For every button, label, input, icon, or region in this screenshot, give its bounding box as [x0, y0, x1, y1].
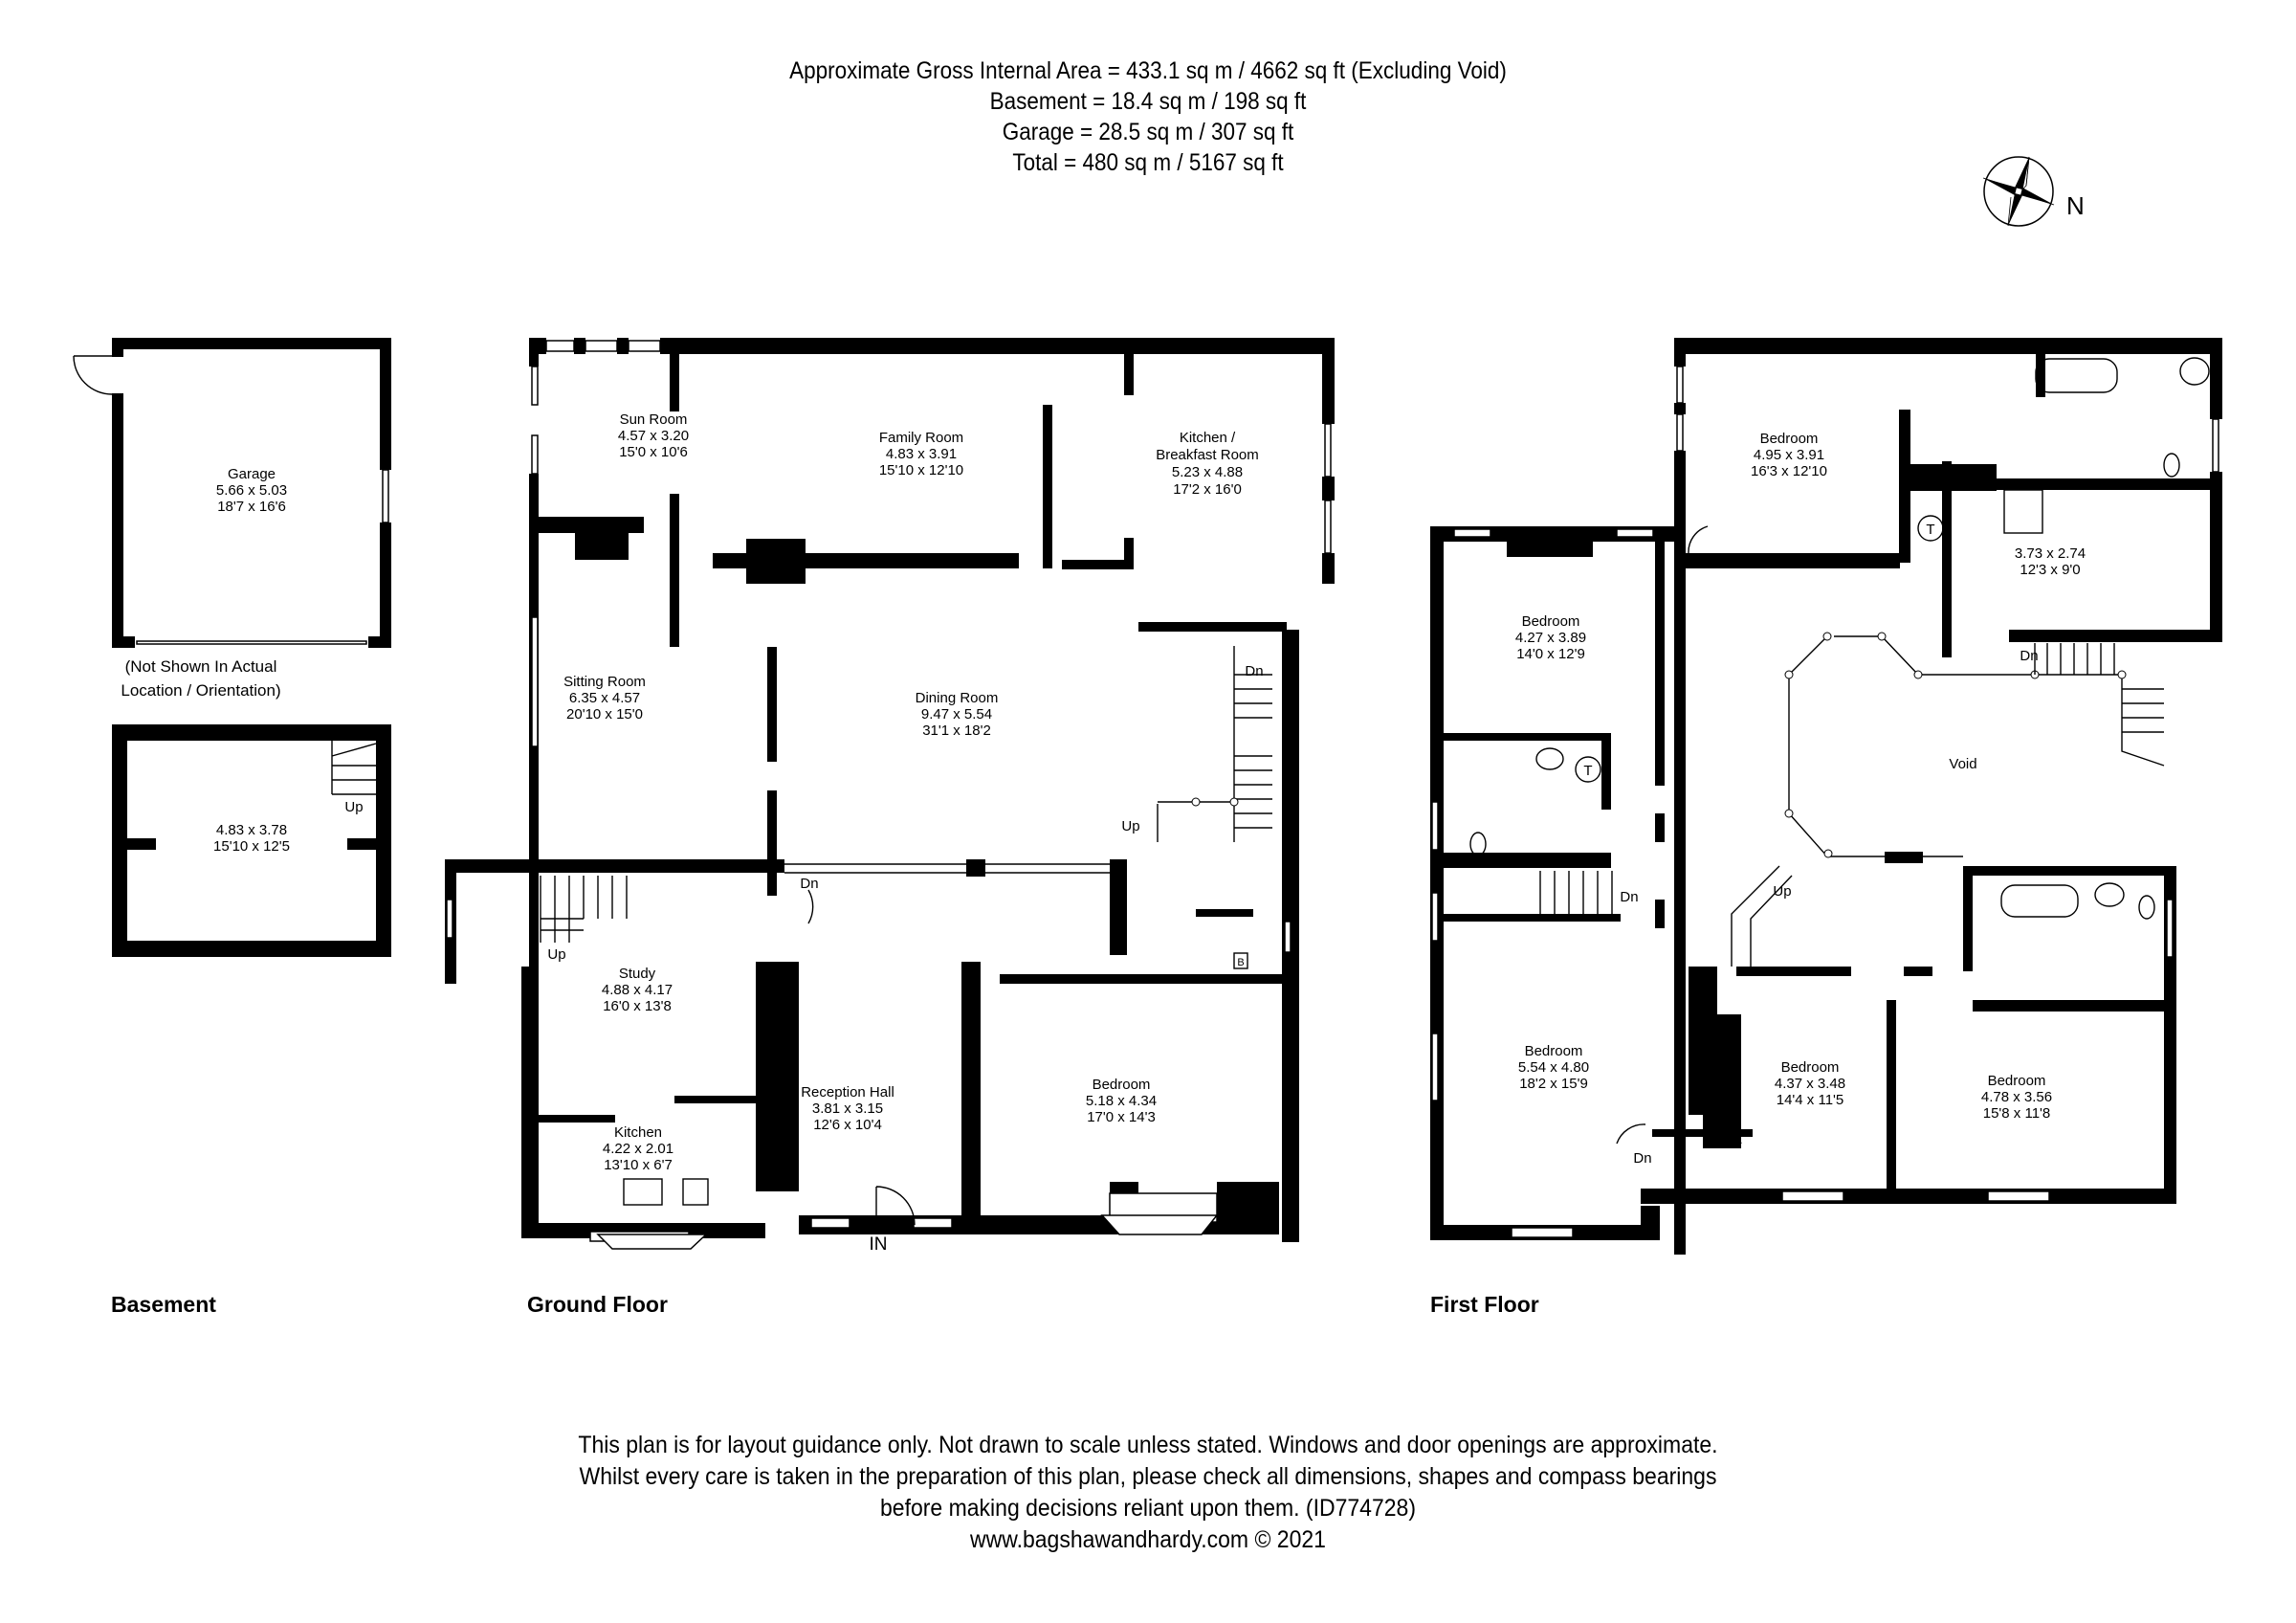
basement-area-text: Basement = 18.4 sq m / 198 sq ft [989, 88, 1307, 115]
first-floor-plan: T T Bedroom 4.95 x 3.91 16'3 x 12'10 3.7… [1430, 338, 2222, 1255]
room-metric-kitchen: 4.22 x 2.01 [603, 1141, 673, 1157]
room-metric-bedroom-3: 5.54 x 4.80 [1518, 1059, 1589, 1076]
disclaimer-line-3: before making decisions reliant upon the… [880, 1495, 1416, 1522]
room-imperial-study: 16'0 x 13'8 [603, 998, 672, 1014]
room-name-bedroom-4: Bedroom [1781, 1059, 1840, 1076]
website-copyright: www.bagshawandhardy.com © 2021 [970, 1526, 1326, 1553]
stairs-up-marker: Up [1121, 818, 1139, 834]
room-name-ground-bedroom: Bedroom [1093, 1077, 1151, 1093]
room-metric-sitting-room: 6.35 x 4.57 [569, 690, 640, 706]
room-imperial-bedroom-2: 14'0 x 12'9 [1516, 646, 1585, 662]
room-imperial-bedroom-3: 18'2 x 15'9 [1519, 1076, 1588, 1092]
cellar-metric: 4.83 x 3.78 [216, 822, 287, 838]
room-metric-bedroom-1: 4.95 x 3.91 [1754, 447, 1824, 463]
landing-down-marker: Dn [1620, 889, 1638, 905]
stairs-up-marker-first: Up [1773, 883, 1791, 900]
room-imperial-kitchen-breakfast: 17'2 x 16'0 [1173, 481, 1242, 498]
room-metric-dressing: 3.73 x 2.74 [2015, 545, 2086, 562]
room-imperial-dressing: 12'3 x 9'0 [2020, 562, 2080, 578]
room-metric-dining-room: 9.47 x 5.54 [921, 706, 992, 723]
first-floor-title: First Floor [1430, 1292, 1539, 1317]
void-label: Void [1949, 756, 1976, 772]
stairs-down-marker-first: Dn [2020, 648, 2038, 664]
room-name-bedroom-2: Bedroom [1522, 613, 1580, 630]
room-metric-family-room: 4.83 x 3.91 [886, 446, 957, 462]
ground-floor-title: Ground Floor [527, 1292, 668, 1317]
garage-area-text: Garage = 28.5 sq m / 307 sq ft [1002, 119, 1294, 145]
room-metric-bedroom-4: 4.37 x 3.48 [1775, 1076, 1845, 1092]
stairs-down-marker: Dn [1245, 663, 1263, 679]
room-name-study: Study [619, 966, 656, 982]
garage-imperial: 18'7 x 16'6 [217, 499, 286, 515]
room-imperial-ground-bedroom: 17'0 x 14'3 [1087, 1109, 1156, 1125]
study-stairs-up-marker: Up [547, 946, 565, 963]
room-name-bedroom-1: Bedroom [1760, 431, 1819, 447]
room-metric-bedroom-2: 4.27 x 3.89 [1515, 630, 1586, 646]
room-imperial-family-room: 15'10 x 12'10 [879, 462, 963, 478]
steps-down-marker-first: Dn [1633, 1150, 1651, 1167]
steps-down-marker: Dn [800, 876, 818, 892]
room-name-kitchen-breakfast: Kitchen / [1180, 430, 1236, 446]
cellar-plan: Up 4.83 x 3.78 15'10 x 12'5 [112, 724, 391, 957]
garage-plan: Garage 5.66 x 5.03 18'7 x 16'6 (Not Show… [73, 338, 391, 700]
disclaimer-line-2: Whilst every care is taken in the prepar… [579, 1463, 1717, 1490]
room-imperial-sun-room: 15'0 x 10'6 [619, 444, 688, 460]
boiler-marker: B [1237, 957, 1244, 968]
north-label: N [2066, 191, 2085, 220]
room-name-family-room: Family Room [879, 430, 963, 446]
garage-note-line2: Location / Orientation) [121, 681, 280, 700]
room-name-bedroom-5: Bedroom [1988, 1073, 2046, 1089]
room-imperial-bedroom-1: 16'3 x 12'10 [1751, 463, 1827, 479]
room-imperial-sitting-room: 20'10 x 15'0 [566, 706, 643, 723]
room-metric-ground-bedroom: 5.18 x 4.34 [1086, 1093, 1157, 1109]
garage-name: Garage [228, 466, 276, 482]
compass-rose-icon [1982, 156, 2055, 227]
gross-area-text: Approximate Gross Internal Area = 433.1 … [789, 57, 1507, 84]
room-imperial-bedroom-5: 15'8 x 11'8 [1983, 1105, 2051, 1122]
room-metric-bedroom-5: 4.78 x 3.56 [1981, 1089, 2052, 1105]
room-imperial-dining-room: 31'1 x 18'2 [922, 723, 991, 739]
cellar-imperial: 15'10 x 12'5 [213, 838, 290, 855]
room-name-dining-room: Dining Room [916, 690, 999, 706]
garage-metric: 5.66 x 5.03 [216, 482, 287, 499]
entrance-marker: IN [870, 1234, 888, 1255]
room-metric-sun-room: 4.57 x 3.20 [618, 428, 689, 444]
total-area-text: Total = 480 sq m / 5167 sq ft [1012, 149, 1284, 176]
cellar-stairs-up: Up [344, 799, 363, 815]
room-imperial-kitchen: 13'10 x 6'7 [604, 1157, 673, 1173]
room-metric-study: 4.88 x 4.17 [602, 982, 673, 998]
room-name-sun-room: Sun Room [620, 411, 688, 428]
garage-note-line1: (Not Shown In Actual [125, 657, 277, 676]
room-name-kitchen: Kitchen [614, 1124, 662, 1141]
room-name-reception-hall: Reception Hall [801, 1084, 894, 1101]
disclaimer-line-1: This plan is for layout guidance only. N… [578, 1432, 1718, 1458]
room-name-sitting-room: Sitting Room [563, 674, 646, 690]
room-imperial-bedroom-4: 14'4 x 11'5 [1777, 1092, 1844, 1108]
room-name-bedroom-3: Bedroom [1525, 1043, 1583, 1059]
disclaimer: This plan is for layout guidance only. N… [0, 1430, 2296, 1556]
area-summary: Approximate Gross Internal Area = 433.1 … [0, 56, 2296, 178]
room-metric-reception-hall: 3.81 x 3.15 [812, 1101, 883, 1117]
ground-floor-plan: Sun Room 4.57 x 3.20 15'0 x 10'6 Family … [445, 338, 1335, 1255]
room-metric-kitchen-breakfast: 5.23 x 4.88 [1172, 464, 1243, 480]
tank-marker-1: T [1583, 763, 1592, 779]
room-name2-kitchen-breakfast: Breakfast Room [1156, 447, 1259, 463]
room-imperial-reception-hall: 12'6 x 10'4 [813, 1117, 882, 1133]
tank-marker-2: T [1926, 522, 1934, 538]
basement-title: Basement [111, 1292, 216, 1317]
